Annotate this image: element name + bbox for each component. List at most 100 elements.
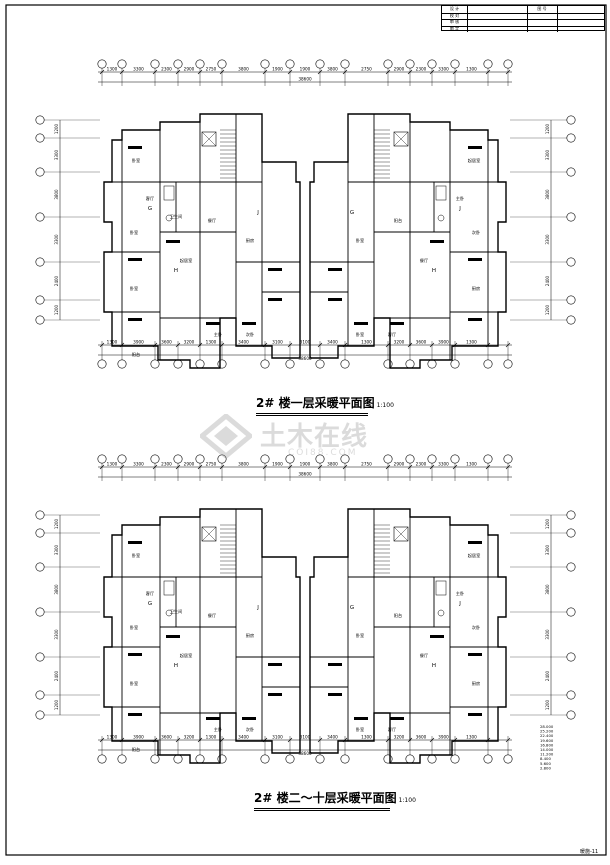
plan-scale: 1:100	[398, 797, 416, 804]
dimension-label-bottom: 3100	[300, 735, 311, 740]
axis-bubble-icon	[150, 359, 160, 369]
axis-bubble-icon	[315, 754, 325, 764]
dimension-tick	[197, 464, 203, 470]
dimension-label-top: 3800	[238, 462, 249, 467]
elevation-note: 14.000	[540, 747, 554, 752]
dimension-label-bottom: 3600	[161, 735, 172, 740]
dimension-tick	[99, 342, 105, 348]
basin-icon	[165, 214, 173, 222]
room-label: 卧室	[130, 285, 138, 292]
title-block-row: 设 计 图 号	[442, 6, 604, 14]
room-label: 厨房	[472, 285, 480, 292]
unit-letter: J	[256, 210, 259, 216]
unit-letter: G	[148, 206, 152, 212]
title-block-col3	[527, 12, 558, 19]
room-label: 主卧	[214, 726, 222, 733]
axis-bubble-icon	[503, 754, 513, 764]
unit-letter: G	[350, 210, 354, 216]
dimension-tick	[262, 69, 268, 75]
elevator-cross	[201, 131, 217, 147]
title-block-col3: 图 号	[527, 6, 558, 13]
dimension-label-top: 1900	[300, 67, 311, 72]
dimension-tick	[262, 464, 268, 470]
dimension-tick	[175, 737, 181, 743]
toilet-icon	[163, 580, 175, 596]
plan-title-text: 2# 楼二～十层采暖平面图	[254, 791, 397, 805]
room-label: 次卧	[472, 624, 480, 631]
unit-letter: J	[458, 206, 461, 212]
radiator-icon	[128, 653, 142, 656]
room-label: 次卧	[246, 331, 254, 338]
radiator-icon	[128, 146, 142, 149]
axis-bubble-icon	[566, 510, 576, 520]
elevator-shaft	[393, 131, 409, 147]
dimension-tick	[342, 69, 348, 75]
dimension-tick	[407, 69, 413, 75]
axis-bubble-icon	[405, 59, 415, 69]
dimension-label-left: 1200	[54, 699, 59, 710]
dimension-label-top: 1300	[107, 67, 118, 72]
dimension-label-left: 3300	[54, 544, 59, 555]
dimension-label-top: 1300	[466, 462, 477, 467]
dimension-label-top: 3300	[133, 67, 144, 72]
room-label: 客厅	[146, 195, 154, 202]
room-label: 餐厅	[420, 652, 428, 659]
dimension-label-bottom: 3900	[133, 340, 144, 345]
room-label: 主卧	[456, 590, 464, 597]
axis-bubble-icon	[566, 607, 576, 617]
axis-bubble-icon	[285, 59, 295, 69]
dimension-label-bottom: 3900	[438, 735, 449, 740]
axis-bubble-icon	[566, 528, 576, 538]
axis-bubble-icon	[35, 167, 45, 177]
dimension-label-bottom: 3100	[272, 735, 283, 740]
axis-bubble-icon	[150, 59, 160, 69]
dimension-tick	[119, 464, 125, 470]
dimension-label-right: 1200	[545, 304, 550, 315]
dimension-tick	[385, 69, 391, 75]
dimension-label-bottom: 1300	[361, 735, 372, 740]
dimension-label-top: 3300	[438, 462, 449, 467]
dimension-tick	[485, 69, 491, 75]
dimension-tick	[407, 464, 413, 470]
axis-bubble-icon	[566, 710, 576, 720]
room-label: 卧室	[130, 680, 138, 687]
axis-bubble-icon	[35, 607, 45, 617]
dimension-tick	[505, 737, 511, 743]
radiator-icon	[354, 717, 368, 720]
elevation-note: 22.400	[540, 733, 554, 738]
elevation-note: 8.400	[540, 756, 551, 761]
dimension-label-top: 2900	[394, 67, 405, 72]
axis-bubble-icon	[285, 359, 295, 369]
dimension-label-bottom: 3900	[133, 735, 144, 740]
radiator-icon	[354, 322, 368, 325]
room-label: 卧室	[130, 229, 138, 236]
axis-bubble-icon	[450, 754, 460, 764]
title-block-label: 设 计	[442, 6, 468, 13]
radiator-icon	[166, 240, 180, 243]
dimension-tick	[505, 464, 511, 470]
unit-letter: H	[174, 663, 178, 669]
axis-bubble-icon	[97, 454, 107, 464]
axis-bubble-icon	[340, 359, 350, 369]
dimension-tick	[429, 342, 435, 348]
axis-bubble-icon	[217, 754, 227, 764]
dimension-label-bottom: 1300	[361, 340, 372, 345]
axis-bubble-icon	[35, 115, 45, 125]
dimension-label-right: 1200	[545, 518, 550, 529]
room-label: 阳台	[394, 612, 402, 619]
dimension-tick	[99, 737, 105, 743]
axis-bubble-icon	[315, 59, 325, 69]
dimension-label-left: 1200	[54, 123, 59, 134]
radiator-icon	[268, 298, 282, 301]
room-label: 阳台	[394, 217, 402, 224]
building-outline	[103, 508, 301, 764]
dimension-tick	[385, 464, 391, 470]
dimension-label-left: 2400	[54, 670, 59, 681]
dimension-label-bottom: 3400	[238, 340, 249, 345]
axis-bubble-icon	[427, 59, 437, 69]
dimension-label-bottom: 3600	[161, 340, 172, 345]
axis-bubble-icon	[566, 133, 576, 143]
radiator-icon	[328, 693, 342, 696]
